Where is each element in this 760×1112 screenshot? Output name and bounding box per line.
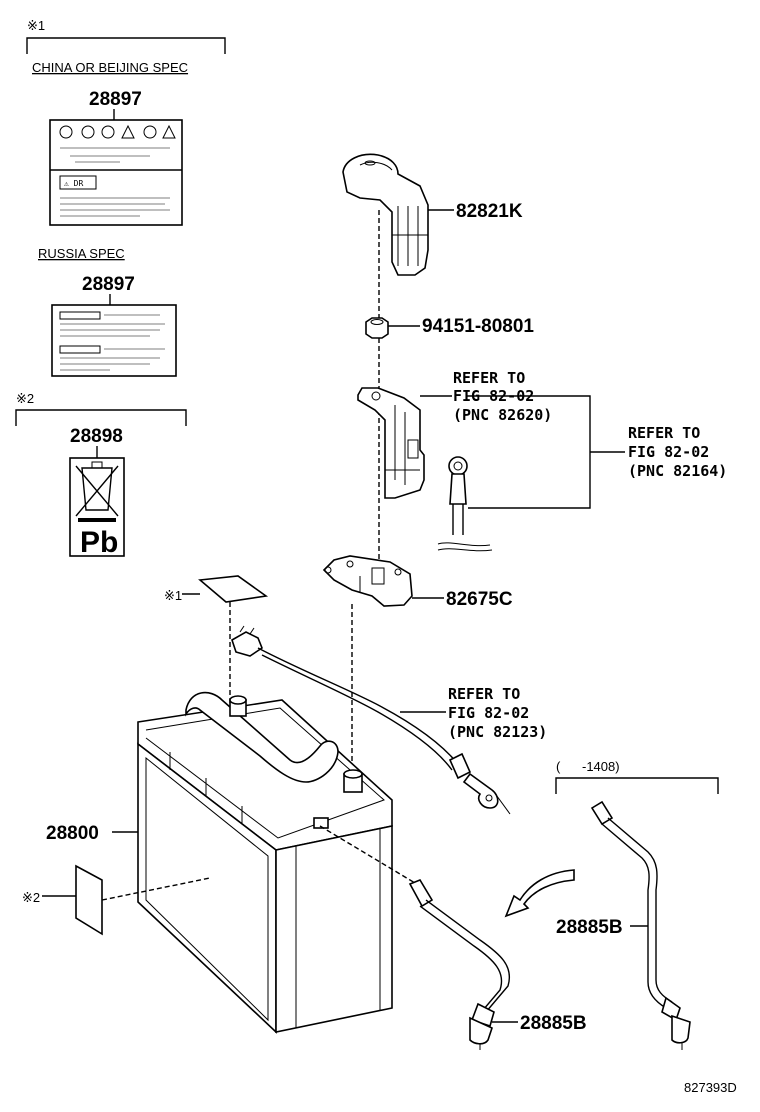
ref-82164-line1[interactable]: REFER TO — [628, 424, 700, 442]
date-range-bracket — [555, 777, 719, 794]
negative-cable — [231, 625, 511, 815]
russia-spec-label: RUSSIA SPEC — [38, 246, 125, 261]
part-number-label-china[interactable]: 28897 — [89, 89, 142, 110]
part-number-battery[interactable]: 28800 — [46, 823, 99, 844]
ref-82164-line3[interactable]: (PNC 82164) — [628, 462, 727, 480]
part-number-vent-hose-alt[interactable]: 28885B — [556, 917, 623, 938]
terminal-cover — [342, 153, 429, 276]
vent-hose-main — [408, 879, 511, 1050]
caution-label-russia — [51, 304, 177, 377]
note-mark-2-ref: ※2 — [22, 890, 40, 905]
ref-82123-line2[interactable]: FIG 82-02 — [448, 704, 529, 722]
terminal-clamp — [322, 555, 413, 607]
china-spec-label: CHINA OR BEIJING SPEC — [32, 60, 188, 75]
part-number-label-recycle[interactable]: 28898 — [70, 426, 123, 447]
part-number-label-russia[interactable]: 28897 — [82, 274, 135, 295]
ref-82123-line1[interactable]: REFER TO — [448, 685, 520, 703]
ref-82620-line1[interactable]: REFER TO — [453, 369, 525, 387]
note-mark-2: ※2 — [16, 391, 34, 406]
part-number-terminal-clamp[interactable]: 82675C — [446, 589, 513, 610]
battery-cable-eyelet — [437, 456, 493, 552]
note-1-bracket — [26, 37, 226, 54]
ref-82164-line2[interactable]: FIG 82-02 — [628, 443, 709, 461]
ref-82620-line3[interactable]: (PNC 82620) — [453, 406, 552, 424]
note-mark-1: ※1 — [27, 18, 45, 33]
note-mark-1-ref: ※1 — [164, 588, 182, 603]
direction-arrow — [504, 869, 575, 918]
date-range-label: ( -1408) — [556, 759, 620, 774]
part-number-vent-hose-main[interactable]: 28885B — [520, 1013, 587, 1034]
nut — [365, 317, 389, 339]
part-number-nut[interactable]: 94151-80801 — [422, 316, 534, 337]
fuse-terminal-block — [357, 387, 425, 499]
ref-82123-line3[interactable]: (PNC 82123) — [448, 723, 547, 741]
label-placement-2 — [75, 864, 103, 936]
battery — [137, 691, 393, 1034]
note-2-bracket — [15, 409, 187, 426]
pb-text: Pb — [80, 526, 118, 559]
part-number-terminal-cover[interactable]: 82821K — [456, 201, 523, 222]
vent-hose-alt — [590, 800, 691, 1050]
svg-text:⚠ DR: ⚠ DR — [64, 179, 83, 188]
figure-code: 827393D — [684, 1080, 737, 1095]
label-placement-1 — [198, 575, 269, 603]
caution-label-china: ⚠ DR — [49, 119, 183, 226]
recycle-label: Pb — [69, 457, 125, 559]
